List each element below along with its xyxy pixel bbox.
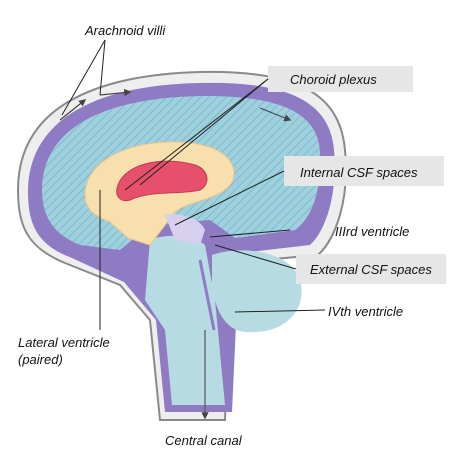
fourth-ventricle-label: IVth ventricle	[328, 304, 403, 319]
internal-csf-spaces-label: Internal CSF spaces	[300, 165, 418, 180]
arachnoid-villi-label: Arachnoid villi	[84, 23, 166, 38]
third-ventricle-label: IIIrd ventricle	[335, 224, 409, 239]
cerebellum	[212, 250, 302, 332]
lateral-ventricle-label: Lateral ventricle	[18, 335, 110, 350]
external-csf-spaces-label: External CSF spaces	[310, 262, 432, 277]
lateral-ventricle-paired-label: (paired)	[18, 352, 63, 367]
central-canal-label: Central canal	[165, 433, 243, 448]
choroid-plexus-label: Choroid plexus	[290, 72, 377, 87]
